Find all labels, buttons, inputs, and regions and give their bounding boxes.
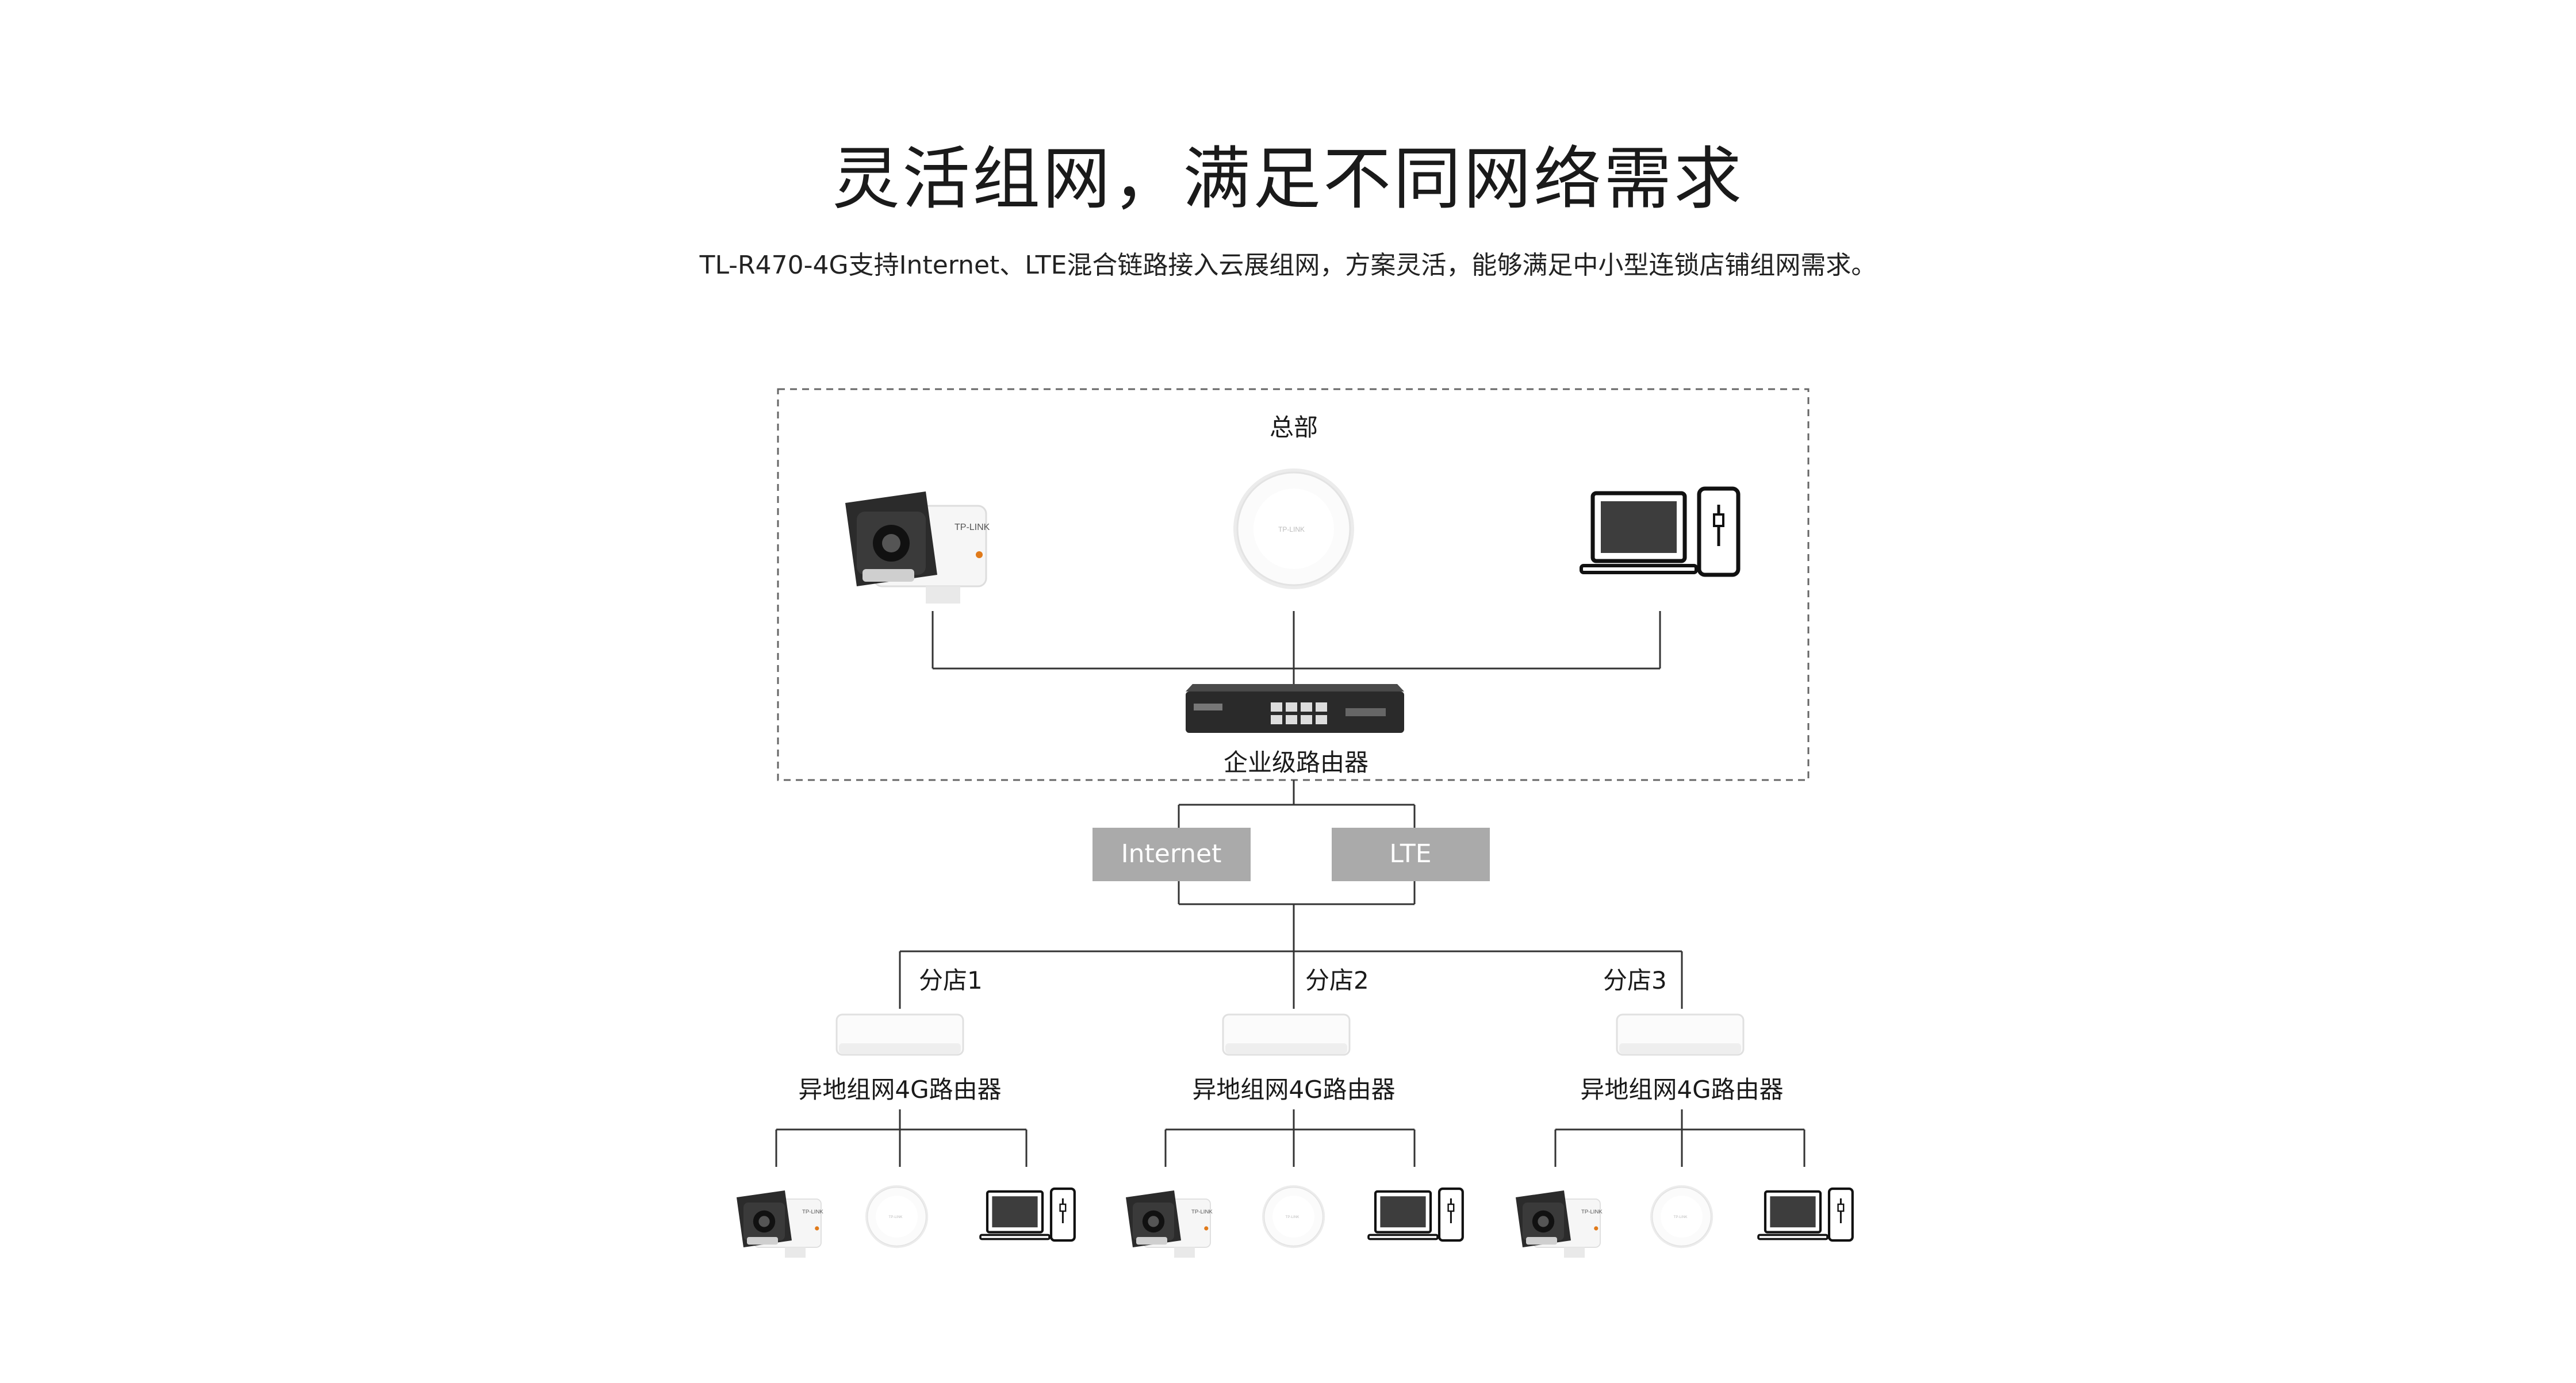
internet-link-label: Internet	[1121, 839, 1222, 869]
computer-icon	[1581, 489, 1738, 575]
enterprise-router-label: 企业级路由器	[1224, 748, 1368, 777]
branch-3-computer-icon	[1758, 1189, 1853, 1240]
branch-2-connectors	[1164, 1109, 1416, 1167]
internet-link-box	[1092, 828, 1251, 881]
branch-3-label: 分店3	[1603, 966, 1667, 994]
branch-2-computer-icon	[1368, 1189, 1463, 1240]
page-subtitle: TL-R470-4G支持Internet、LTE混合链路接入云展组网，方案灵活，…	[699, 251, 1877, 280]
camera-icon	[844, 490, 991, 605]
branch-2-router-icon	[1222, 1013, 1351, 1056]
branch-1-connectors	[775, 1109, 1028, 1167]
branch-3-camera-icon	[1515, 1190, 1604, 1258]
headquarters-connectors	[931, 611, 1661, 692]
enterprise-router-icon	[1186, 684, 1404, 733]
page-title: 灵活组网，满足不同网络需求	[831, 139, 1744, 218]
branch-1-label: 分店1	[919, 966, 983, 994]
lte-link-box	[1332, 828, 1490, 881]
branch-1-router-icon	[835, 1013, 964, 1056]
access-point-icon	[1232, 467, 1355, 590]
uplink-connectors	[1178, 780, 1416, 951]
branch-1-router-label: 异地组网4G路由器	[798, 1075, 1001, 1104]
branch-2-router-label: 异地组网4G路由器	[1192, 1075, 1395, 1104]
branch-3-router-icon	[1616, 1013, 1745, 1056]
branch-1-camera-icon	[736, 1190, 825, 1258]
branch-3-connectors	[1554, 1109, 1805, 1167]
branch-1-access-point-icon	[865, 1185, 929, 1248]
lte-link-label: LTE	[1389, 839, 1431, 869]
branch-distribution-connectors	[899, 950, 1683, 1009]
branch-3-access-point-icon	[1650, 1185, 1713, 1248]
headquarters-label: 总部	[1270, 413, 1318, 441]
branch-2-label: 分店2	[1305, 966, 1369, 994]
branch-3-router-label: 异地组网4G路由器	[1580, 1075, 1783, 1104]
branch-2-camera-icon	[1125, 1190, 1214, 1258]
branch-2-access-point-icon	[1262, 1185, 1325, 1248]
branch-1-computer-icon	[980, 1189, 1075, 1240]
